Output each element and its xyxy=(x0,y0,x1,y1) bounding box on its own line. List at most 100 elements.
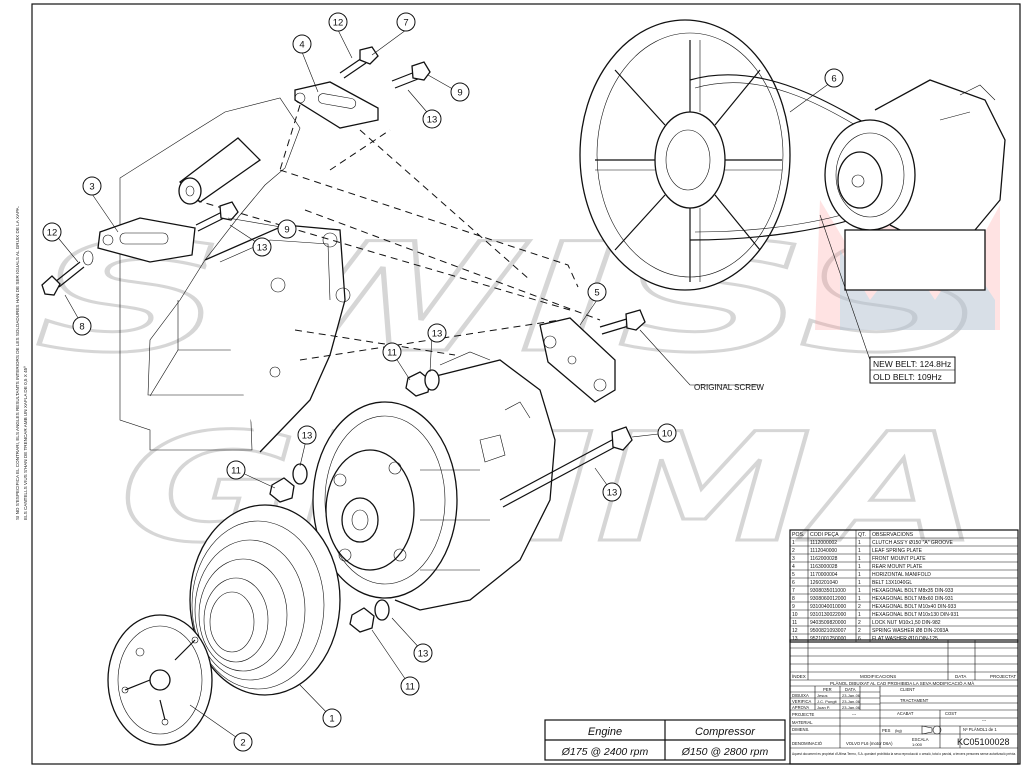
bom-cell: 7 xyxy=(792,588,795,594)
bom-cell: 1 xyxy=(792,540,795,546)
bom-cell: 9310130022000 xyxy=(810,612,846,618)
bom-cell: LOCK NUT M10x1,50 DIN-982 xyxy=(872,620,941,626)
balloon-13: 13 xyxy=(252,237,272,257)
balloon-label: 7 xyxy=(403,17,408,28)
leaf-spring-plate xyxy=(107,614,213,746)
sheet-count: 1 de 1 xyxy=(985,727,997,732)
bom-cell: 1 xyxy=(858,588,861,594)
balloon-label: 13 xyxy=(302,430,313,441)
dibuixa-label: DIBUIXA xyxy=(792,693,809,698)
balloon-1: 1 xyxy=(322,708,342,728)
balloon-2: 2 xyxy=(233,732,253,752)
projection-symbol-icon xyxy=(921,725,942,735)
bom-cell: BELT 13X1040GL xyxy=(872,580,912,586)
balloon-label: 12 xyxy=(333,17,344,28)
footer-notice: Aquest document es propietat d'Ultima Te… xyxy=(792,752,1016,756)
bom-header: POS. xyxy=(792,532,804,538)
bom-cell: FLAT WASHER Ø10 DIN-125 xyxy=(872,636,938,642)
balloon-label: 9 xyxy=(284,224,289,235)
per-label: PER xyxy=(823,687,832,692)
original-screw-label: ORIGINAL SCREW xyxy=(694,383,764,392)
bom-cell: 2 xyxy=(858,628,861,634)
bom-cell: 1 xyxy=(858,548,861,554)
bom-cell: 1260201040 xyxy=(810,580,838,586)
balloon-label: 5 xyxy=(594,287,599,298)
title-block: ÍNDEX MODIFICACIONS DATA PROJECTAT PLÀNO… xyxy=(789,639,1019,765)
bom-cell: LEAF SPRING PLATE xyxy=(872,548,923,554)
bom-cell: 10 xyxy=(792,612,798,618)
balloon-13: 13 xyxy=(427,323,447,343)
bom-cell: 1163000028 xyxy=(810,564,838,570)
bom-cell: 1 xyxy=(858,564,861,570)
bom-cell: 1 xyxy=(858,540,861,546)
long-bolt xyxy=(499,426,633,508)
balloon-13: 13 xyxy=(297,425,317,445)
bom-cell: 1112040000 xyxy=(810,548,837,554)
tractament-label: TRACTAMENT xyxy=(900,698,929,703)
bom-cell: 1 xyxy=(858,556,861,562)
bom-cell: SPRING WASHER Ø8 DIN-2093A xyxy=(872,628,949,634)
front-mount-plate xyxy=(97,217,196,263)
balloon-4: 4 xyxy=(292,34,312,54)
drawing-frame xyxy=(31,3,1021,765)
bom-cell: 3 xyxy=(792,556,795,562)
balloon-11: 11 xyxy=(382,342,402,362)
aprova-date: 23-Jan-06 xyxy=(842,705,861,710)
bom-cell: 9403509820000 xyxy=(810,620,846,626)
escala-label: ESCALA xyxy=(912,737,929,742)
old-belt-label: OLD BELT: 109Hz xyxy=(873,372,942,382)
rev-header-projected: PROJECTAT xyxy=(990,674,1016,679)
balloon-label: 10 xyxy=(662,428,673,439)
bom-cell: 2 xyxy=(792,548,795,554)
balloon-label: 1 xyxy=(329,713,334,724)
verifica-date: 23-Jan-06 xyxy=(842,699,861,704)
compressor-header: Compressor xyxy=(695,726,756,738)
balloon-3: 3 xyxy=(82,176,102,196)
balloon-11: 11 xyxy=(226,460,246,480)
balloon-8: 8 xyxy=(72,316,92,336)
bom-cell: 9308060012000 xyxy=(810,596,846,602)
balloon-label: 13 xyxy=(607,487,618,498)
bom-cell: 9310040010000 xyxy=(810,604,846,610)
material-label: MATERIAL xyxy=(792,720,813,725)
svg-text:SI NO S'ESPECIFICA EL CONTRARI: SI NO S'ESPECIFICA EL CONTRARI, ELS ANGL… xyxy=(15,206,20,520)
bom-cell: HEXAGONAL BOLT M8x35 DIN-933 xyxy=(872,588,954,594)
dibuixa-date: 23-Jan-06 xyxy=(842,693,861,698)
balloon-9: 9 xyxy=(450,82,470,102)
balloon-label: 11 xyxy=(405,681,415,692)
bom-cell: 1 xyxy=(858,612,861,618)
compressor-speed-value: Ø150 @ 2800 rpm xyxy=(681,746,769,758)
balloon-label: 13 xyxy=(432,328,443,339)
belt-frequency-note: NEW BELT: 124.8Hz OLD BELT: 109Hz xyxy=(869,356,956,384)
dimens-label: DIMENS. xyxy=(792,727,809,732)
bom-cell: 9500821093007 xyxy=(810,628,846,634)
assembly-path-lines xyxy=(194,104,601,361)
aprova-by: Juan P. xyxy=(817,705,830,710)
rev-header-modifications: MODIFICACIONS xyxy=(860,674,896,679)
pes-value: (kg) xyxy=(895,728,903,733)
bom-cell: 2 xyxy=(858,620,861,626)
projecte-label: PROJECTE xyxy=(792,712,815,717)
denominacio-value: VOLVO FL6 (motor D6A) xyxy=(846,741,893,746)
projecte-value: --- xyxy=(852,712,857,717)
clutch-pulley xyxy=(189,504,341,696)
compressor-body xyxy=(312,351,556,611)
data-label: DATA xyxy=(845,687,856,692)
bom-cell: 9308035011000 xyxy=(810,588,846,594)
bom-cell: 12 xyxy=(792,628,798,634)
balloon-13: 13 xyxy=(413,643,433,663)
balloon-12: 12 xyxy=(328,12,348,32)
balloon-label: 8 xyxy=(79,321,84,332)
upper-bolts xyxy=(41,46,431,296)
spacer-cylinder xyxy=(178,137,262,205)
balloon-6: 6 xyxy=(824,68,844,88)
client-label: CLIENT xyxy=(900,687,915,692)
engine-header: Engine xyxy=(588,726,622,738)
bom-cell: 13 xyxy=(792,636,798,642)
plano-label: Nº PLÀNOL xyxy=(963,727,986,732)
balloon-12: 12 xyxy=(42,222,62,242)
verifica-by: J.C. Pungit xyxy=(817,699,837,704)
